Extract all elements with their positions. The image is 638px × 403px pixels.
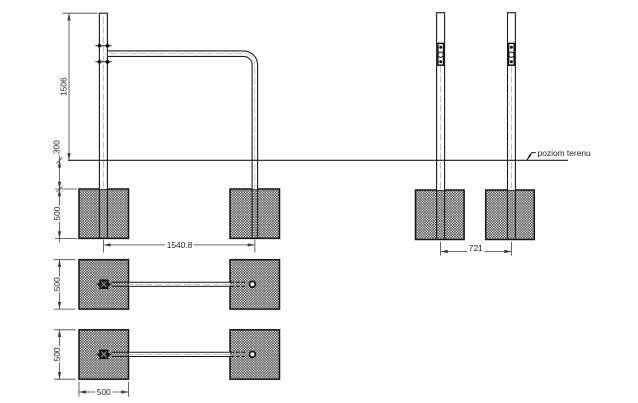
plan1-tube-end-circle [248,280,257,289]
plan-view-1: 500 [52,258,281,310]
front-bolt-top [95,42,112,49]
plan1-post-section [96,279,112,289]
dim-plan2-footing-width-label: 500 [97,387,111,397]
front-bolt-bottom [95,59,112,65]
dim-front-cover: 300 [51,140,63,243]
plan-view-2: 500 500 [52,329,281,397]
plan1-tube [107,280,257,289]
dim-side-span-label: 721 [469,243,483,253]
dim-front-footing-depth: 500 [52,188,77,239]
dim-front-span-label: 1540.8 [167,240,193,250]
dim-front-cover-label: 300 [51,140,61,154]
front-footing-left [78,188,130,240]
side-view: 721 [414,12,536,256]
dim-plan2-footing-width: 500 [78,381,129,397]
dim-front-span: 1540.8 [103,239,256,253]
dim-side-span: 721 [440,241,512,256]
dim-front-footing-depth-label: 500 [52,206,62,220]
side-post-right [506,12,516,239]
dim-plan2-footing: 500 [52,329,76,380]
front-crossbar [107,50,259,238]
plan2-tube [107,350,257,359]
dim-plan1-footing: 500 [52,259,76,310]
dim-plan1-footing-label: 500 [52,277,62,291]
plan2-post-section [96,349,112,360]
front-view: 1506 300 500 1540.8 [51,12,281,253]
dim-front-height: 1506 [58,12,98,161]
dim-plan2-footing-label: 500 [52,347,62,361]
ground-leader: poziom terenu [526,148,591,161]
side-footing-left [414,189,465,241]
side-clamp-right [507,42,515,66]
side-post-left [436,12,446,239]
plan2-tube-end-circle [248,350,257,359]
side-footing-right [484,189,536,241]
ground-level-label: poziom terenu [538,148,591,158]
side-clamp-left [437,42,445,66]
front-post [98,12,108,238]
dim-front-height-label: 1506 [58,77,68,96]
